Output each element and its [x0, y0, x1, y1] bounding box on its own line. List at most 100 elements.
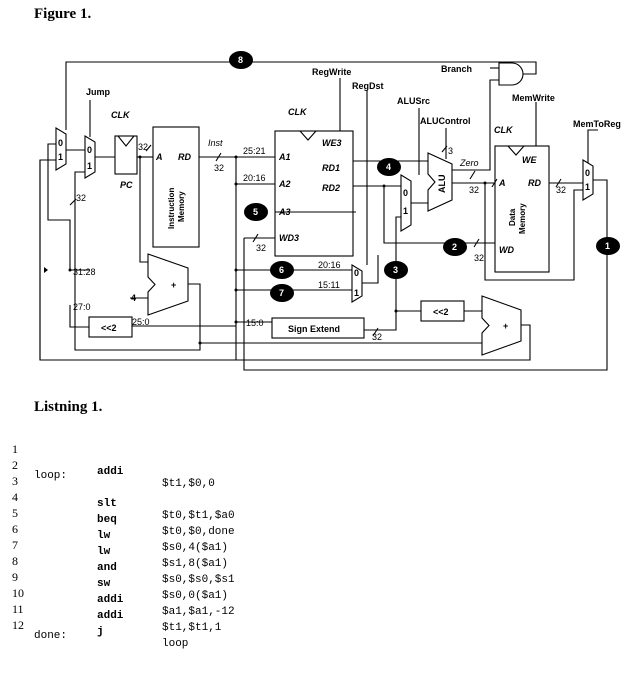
dmem-clock-mark: [507, 145, 525, 156]
label-branch-shift: <<2: [433, 307, 449, 317]
label-four: 4: [131, 293, 136, 303]
label-bits-25-0: 25:0: [132, 317, 150, 327]
pc-register: [114, 135, 138, 175]
code-label: loop:: [34, 470, 68, 482]
line-number: 3: [12, 474, 18, 488]
line-number: 4: [12, 490, 18, 504]
label-pcadder-plus: +: [171, 280, 176, 290]
code-args: $a1,$a1,-12: [162, 606, 235, 618]
code-args: $t0,$0,done: [162, 526, 235, 538]
alusrc-mux: [400, 174, 412, 232]
pcplus4-adder: [147, 253, 189, 316]
label-we3: WE3: [322, 138, 342, 148]
label-regdst: RegDst: [352, 81, 384, 91]
label-memtoregmux-0: 0: [585, 168, 590, 178]
marker-8: 8: [229, 51, 253, 69]
instruction-memory: [152, 126, 200, 248]
label-dmem-rd: RD: [528, 178, 541, 188]
label-memwrite: MemWrite: [512, 93, 555, 103]
code-args: $t1,$0,0: [162, 478, 215, 490]
code-opcode: lw: [97, 546, 111, 558]
label-clk-dmem: CLK: [494, 125, 514, 135]
branch-adder: [481, 295, 522, 356]
label-a3: A3: [278, 207, 291, 217]
code-args: loop: [162, 638, 189, 650]
label-clk-pc: CLK: [111, 110, 131, 120]
marker-7-text: 7: [279, 288, 284, 298]
marker-4-text: 4: [386, 162, 391, 172]
line-number: 6: [12, 522, 18, 536]
code-line: 7 and $s0,$s0,$s1: [0, 526, 638, 586]
line-number: 7: [12, 538, 18, 552]
label-clk-regfile: CLK: [288, 107, 308, 117]
label-bits-25-21: 25:21: [243, 146, 266, 156]
code-line: 9 addi $a1,$a1,-12: [0, 558, 638, 618]
code-opcode: addi: [97, 466, 124, 478]
marker-8-text: 8: [238, 55, 243, 65]
label-bits-15-0: 15:0: [246, 318, 264, 328]
line-number: 10: [12, 586, 24, 600]
label-dmem-line2: Memory: [518, 203, 527, 234]
marker-6: 6: [270, 261, 294, 279]
code-line: 8 sw $s0,0($a1): [0, 542, 638, 602]
code-label: done:: [34, 630, 68, 642]
label-dmem-wd: WD: [499, 245, 514, 255]
label-jumpmux-1: 1: [58, 152, 63, 162]
label-rd2: RD2: [322, 183, 340, 193]
line-number: 2: [12, 458, 18, 472]
data-memory: [494, 145, 550, 273]
label-alucontrol-width: 3: [448, 146, 453, 156]
code-line: 5 lw $s0,4($a1): [0, 494, 638, 554]
label-bits-31-28: 31:28: [73, 267, 96, 277]
label-alu: ALU: [437, 175, 447, 194]
label-a2: A2: [278, 179, 291, 189]
label-a1: A1: [278, 152, 291, 162]
line-number: 1: [12, 442, 18, 456]
label-inst: Inst: [208, 138, 223, 148]
label-imem-line1: Instruction: [167, 188, 176, 229]
label-branchmux-0: 0: [87, 145, 92, 155]
label-branch: Branch: [441, 64, 472, 74]
code-opcode: lw: [97, 530, 111, 542]
jump-mux: [55, 127, 67, 171]
label-branchmux-1: 1: [87, 161, 92, 171]
code-opcode: slt: [97, 498, 117, 510]
label-dmem-we: WE: [522, 155, 537, 165]
label-sign-extend-width: 32: [372, 332, 382, 342]
marker-5-text: 5: [253, 207, 258, 217]
label-regdstmux-1: 1: [354, 288, 359, 298]
label-wd-width: 32: [474, 253, 484, 263]
marker-1-text: 1: [605, 241, 610, 251]
label-rd1: RD1: [322, 163, 340, 173]
label-pc: PC: [120, 180, 133, 190]
line-number: 12: [12, 618, 24, 632]
figure-title: Figure 1.: [34, 6, 92, 22]
label-memtoregmux-1: 1: [585, 182, 590, 192]
label-bits-15-11: 15:11: [318, 280, 340, 290]
marker-2-text: 2: [452, 242, 457, 252]
label-jump-width: 32: [76, 193, 86, 203]
label-imem-rd: RD: [178, 152, 191, 162]
label-branchadder-plus: +: [503, 321, 508, 331]
code-line: 1 addi $t1,$0,0: [0, 430, 638, 490]
branch-and-gate: [498, 62, 524, 86]
code-line: 11 j loop: [0, 590, 638, 650]
marker-6-text: 6: [279, 265, 284, 275]
code-opcode: sw: [97, 578, 111, 590]
marker-4: 4: [377, 158, 401, 176]
pc-clock-mark: [117, 135, 135, 147]
marker-5: 5: [244, 203, 268, 221]
datapath-diagram: RegWrite RegDst Branch Jump ALUSrc ALUCo…: [39, 51, 621, 371]
code-line: 12 done:: [0, 606, 638, 642]
label-jump-shift: <<2: [101, 323, 117, 333]
label-sign-extend: Sign Extend: [288, 324, 340, 334]
label-alucontrol: ALUControl: [420, 116, 471, 126]
label-alusrcmux-0: 0: [403, 188, 408, 198]
label-dmem-a: A: [498, 178, 506, 188]
label-alu-width: 32: [469, 185, 479, 195]
line-number: 8: [12, 554, 18, 568]
label-inst-width: 32: [214, 163, 224, 173]
code-line: 6 lw $s1,8($a1): [0, 510, 638, 570]
label-alusrcmux-1: 1: [403, 206, 408, 216]
code-line: 3 slt $t0,$t1,$a0: [0, 462, 638, 522]
